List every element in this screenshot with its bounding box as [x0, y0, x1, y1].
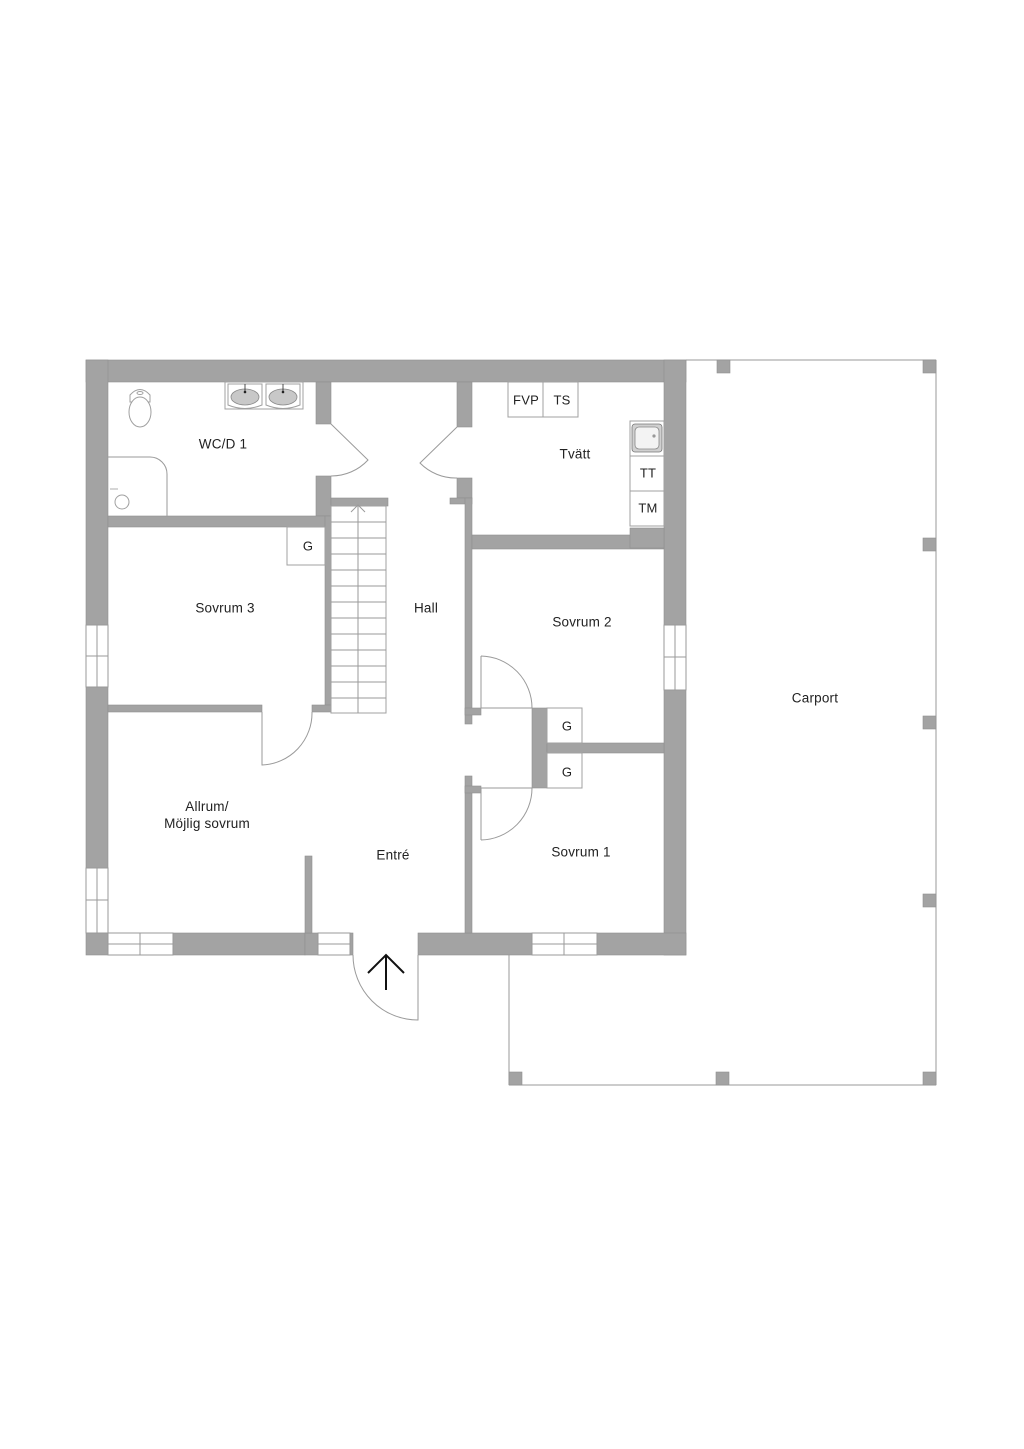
room-label-carport: Carport	[791, 690, 839, 706]
fixture-label-fvp: FVP	[513, 392, 539, 408]
door-tvatt	[419, 426, 458, 479]
room-label-sovrum2: Sovrum 2	[552, 614, 612, 630]
closet-label-sovrum1: G	[561, 764, 573, 780]
entrance-arrow-icon	[367, 953, 405, 990]
room-label-wc: WC/D 1	[198, 436, 248, 452]
closet-label-sovrum2: G	[561, 718, 573, 734]
exterior-walls	[85, 359, 687, 956]
door-wc	[330, 423, 369, 477]
shower-icon	[108, 456, 168, 516]
closet-label-sovrum3: G	[302, 538, 314, 554]
staircase[interactable]	[330, 504, 387, 714]
door-entrance	[352, 954, 419, 1021]
door-sovrum3	[261, 711, 313, 766]
room-label-allrum: Allrum/ Möjlig sovrum	[164, 798, 250, 832]
room-label-tvatt: Tvätt	[559, 446, 591, 462]
doors	[261, 423, 533, 1021]
door-sovrum2	[480, 655, 533, 709]
fixture-label-tt: TT	[639, 465, 657, 481]
utility-sink-icon	[631, 423, 663, 453]
sink-icon	[227, 383, 263, 409]
fixture-label-tm: TM	[638, 500, 658, 516]
room-label-allrum-line2: Möjlig sovrum	[164, 816, 250, 831]
carport-outline	[508, 359, 937, 1086]
room-label-entre: Entré	[376, 847, 410, 863]
door-sovrum1	[480, 787, 533, 841]
room-label-sovrum1: Sovrum 1	[551, 844, 611, 860]
toilet-icon	[128, 389, 152, 428]
laundry-fixtures	[507, 381, 665, 527]
room-label-hall: Hall	[413, 600, 439, 616]
windows	[85, 624, 687, 956]
fixture-label-ts: TS	[553, 392, 571, 408]
bathroom-fixtures	[108, 381, 304, 516]
interior-walls	[107, 381, 665, 934]
closets	[286, 526, 583, 789]
room-label-allrum-line1: Allrum/	[185, 799, 229, 814]
sink-icon	[265, 383, 301, 409]
room-label-sovrum3: Sovrum 3	[195, 600, 255, 616]
